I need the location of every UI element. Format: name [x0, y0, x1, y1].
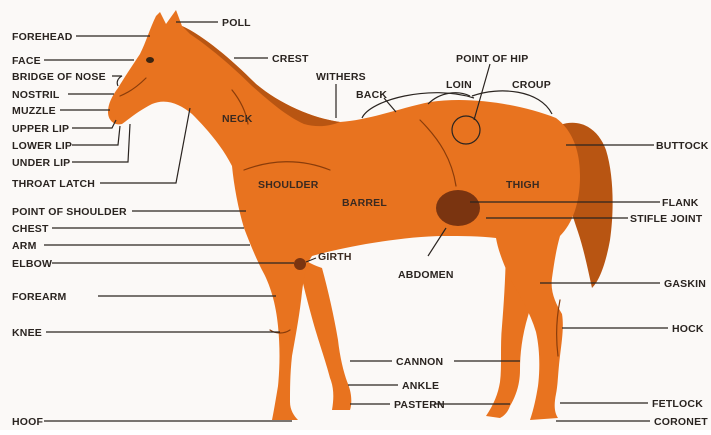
label-throat-latch: THROAT LATCH — [12, 178, 95, 190]
label-arm: ARM — [12, 240, 37, 252]
label-stifle-joint: STIFLE JOINT — [630, 213, 703, 225]
label-chest: CHEST — [12, 223, 49, 235]
under-lip-leader — [72, 124, 130, 162]
label-face: FACE — [12, 55, 41, 67]
lower-lip-leader — [72, 126, 120, 145]
label-neck: NECK — [222, 113, 253, 125]
label-muzzle: MUZZLE — [12, 105, 56, 117]
label-girth: GIRTH — [318, 251, 352, 263]
label-poll: POLL — [222, 17, 251, 29]
label-point-of-hip: POINT OF HIP — [456, 53, 528, 65]
label-hoof: HOOF — [12, 416, 44, 428]
label-lower-lip: LOWER LIP — [12, 140, 72, 152]
label-nostril: NOSTRIL — [12, 89, 60, 101]
label-loin: LOIN — [446, 79, 472, 91]
label-bridge-of-nose: BRIDGE OF NOSE — [12, 71, 106, 83]
upper-lip-leader — [72, 120, 116, 128]
flank-patch — [436, 190, 480, 226]
label-hock: HOCK — [672, 323, 704, 335]
label-pastern: PASTERN — [394, 399, 445, 411]
label-barrel: BARREL — [342, 197, 387, 209]
label-back: BACK — [356, 89, 387, 101]
label-under-lip: UNDER LIP — [12, 157, 70, 169]
label-buttock: BUTTOCK — [656, 140, 709, 152]
label-elbow: ELBOW — [12, 258, 52, 270]
label-fetlock: FETLOCK — [652, 398, 703, 410]
label-upper-lip: UPPER LIP — [12, 123, 69, 135]
label-coronet: CORONET — [654, 416, 708, 428]
girth-patch — [294, 258, 306, 270]
label-crest: CREST — [272, 53, 309, 65]
label-withers: WITHERS — [316, 71, 366, 83]
label-croup: CROUP — [512, 79, 551, 91]
label-cannon: CANNON — [396, 356, 443, 368]
label-knee: KNEE — [12, 327, 42, 339]
eye — [146, 57, 154, 63]
label-point-of-shoulder: POINT OF SHOULDER — [12, 206, 127, 218]
label-thigh: THIGH — [506, 179, 540, 191]
far-front-leg — [298, 255, 351, 410]
label-forearm: FOREARM — [12, 291, 67, 303]
label-flank: FLANK — [662, 197, 699, 209]
label-ankle: ANKLE — [402, 380, 439, 392]
label-gaskin: GASKIN — [664, 278, 706, 290]
label-abdomen: ABDOMEN — [398, 269, 454, 281]
label-shoulder: SHOULDER — [258, 179, 319, 191]
label-forehead: FOREHEAD — [12, 31, 73, 43]
